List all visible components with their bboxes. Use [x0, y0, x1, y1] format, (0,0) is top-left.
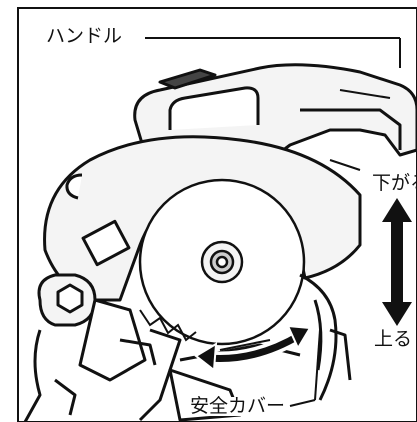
saw-blade [138, 178, 306, 346]
safety-cover-label: 安全カバー [188, 395, 288, 417]
frame-border [17, 7, 417, 422]
down-label: 下がる [372, 172, 417, 194]
handle-label: ハンドル [44, 25, 125, 47]
leader-lines [145, 37, 401, 407]
vertical-double-arrow-icon [382, 198, 412, 326]
rotation-arrow-icon [194, 324, 312, 372]
base [23, 273, 352, 422]
up-label: 上る [374, 328, 413, 350]
